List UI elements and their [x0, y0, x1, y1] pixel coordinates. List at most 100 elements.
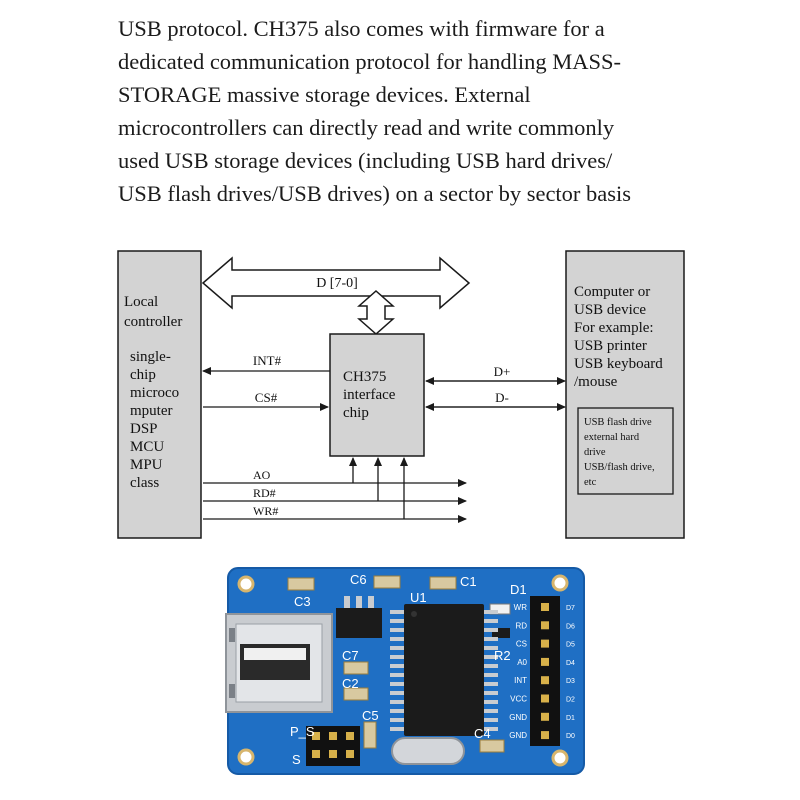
label-c7: C7 — [342, 648, 359, 663]
chip-pin — [484, 619, 498, 623]
a0-label: AO — [253, 468, 271, 482]
chip-pin — [390, 637, 404, 641]
chip-pin — [484, 637, 498, 641]
chip-pin — [390, 664, 404, 668]
chip-pin — [390, 682, 404, 686]
data-bus-arrow: D [7-0] — [201, 256, 471, 310]
label-d1: D1 — [510, 582, 527, 597]
chip-label: CH375 interface chip — [343, 369, 399, 421]
computer-label: Computer or USB device For example: USB … — [574, 284, 667, 390]
local-controller-items: single- chip microco mputer DSP MCU MPU … — [130, 349, 183, 491]
jumper-pin — [346, 732, 354, 740]
chip-pin — [390, 655, 404, 659]
bus-label: D [7-0] — [316, 276, 358, 291]
silkscreen-labels: C3 C6 C1 U1 D1 R2 C7 C2 C5 C4 P_S S — [290, 572, 527, 767]
pin-header — [530, 596, 560, 746]
description-line: used USB storage devices (including USB … — [118, 148, 613, 173]
pin-label: GND — [509, 731, 527, 740]
rd-label: RD# — [253, 486, 276, 500]
label-c4: C4 — [474, 726, 491, 741]
right-pin-label: D1 — [566, 715, 575, 722]
chip-pin — [484, 610, 498, 614]
local-controller-title: Local controller — [124, 294, 182, 330]
header-pin — [541, 712, 549, 721]
chip-pin — [390, 691, 404, 695]
chip-pin — [484, 700, 498, 704]
label-c1: C1 — [460, 574, 477, 589]
chip-pin — [390, 628, 404, 632]
ch375-board-photo: C3 C6 C1 U1 D1 R2 C7 C2 C5 C4 P_S S WR RD… — [225, 567, 585, 775]
cs-label: CS# — [255, 390, 278, 405]
voltage-regulator — [336, 596, 382, 638]
storage-box — [577, 407, 674, 495]
chip-pin — [390, 646, 404, 650]
right-pin-label: D4 — [566, 660, 575, 667]
ch375-chip-box: CH375 interface chip — [329, 333, 425, 457]
description-line: STORAGE massive storage devices. Externa… — [118, 82, 531, 107]
pin-label: WR — [514, 603, 528, 612]
chip-pin — [484, 655, 498, 659]
mounting-holes — [237, 574, 569, 767]
int-signal: INT# — [202, 353, 330, 375]
label-u1: U1 — [410, 590, 427, 605]
usb-data-lines: D+ D- — [425, 364, 566, 411]
chip-pin — [390, 673, 404, 677]
label-c5: C5 — [362, 708, 379, 723]
ch375-ic — [390, 604, 498, 736]
dplus-label: D+ — [494, 364, 511, 379]
header-pin — [541, 621, 549, 630]
header-pin — [541, 639, 549, 648]
chip-pin — [484, 709, 498, 713]
chip-pin — [484, 628, 498, 632]
block-diagram: Local controller single- chip microco mp… — [117, 250, 685, 539]
usb-a-connector — [225, 613, 333, 713]
dminus-label: D- — [495, 390, 509, 405]
int-label: INT# — [253, 353, 282, 368]
header-pin — [541, 694, 549, 703]
chip-pin — [484, 646, 498, 650]
chip-pin — [390, 727, 404, 731]
cs-signal: CS# — [203, 390, 329, 411]
wr-label: WR# — [253, 504, 278, 518]
pin-label: VCC — [510, 695, 527, 704]
description-line: dedicated communication protocol for han… — [118, 49, 622, 74]
right-pin-label: D3 — [566, 678, 575, 685]
jumper-pin — [329, 750, 337, 758]
chip-pin — [484, 664, 498, 668]
label-s: S — [292, 752, 301, 767]
description-line: USB flash drives/USB drives) on a sector… — [118, 181, 632, 206]
header-pin — [541, 676, 549, 685]
local-controller-box: Local controller single- chip microco mp… — [117, 250, 202, 539]
chip-pin — [484, 682, 498, 686]
label-r2: R2 — [494, 648, 511, 663]
right-pin-label: D5 — [566, 642, 575, 649]
chip-pin — [390, 718, 404, 722]
label-ps: P_S — [290, 724, 315, 739]
right-pin-label: D6 — [566, 623, 575, 630]
jumper-pin — [346, 750, 354, 758]
right-pin-label: D2 — [566, 697, 575, 704]
computer-box: Computer or USB device For example: USB … — [565, 250, 685, 539]
header-pin — [541, 731, 549, 740]
chip-pin — [390, 610, 404, 614]
header-pin — [541, 603, 549, 611]
header-body — [530, 596, 560, 746]
chip-pin — [484, 691, 498, 695]
chip-pin — [484, 727, 498, 731]
label-c2: C2 — [342, 676, 359, 691]
jumper-pin — [329, 732, 337, 740]
chip-pin — [390, 619, 404, 623]
header-pin — [541, 657, 549, 666]
pin-label: A0 — [517, 658, 527, 667]
storage-label: USB flash drive external hard drive USB/… — [584, 417, 657, 488]
chip-pin — [390, 700, 404, 704]
chip-pin — [484, 718, 498, 722]
description-line: USB protocol. CH375 also comes with firm… — [118, 16, 605, 41]
pin-label: RD — [515, 621, 527, 630]
control-lines: AO RD# WR# — [203, 457, 467, 523]
label-c3: C3 — [294, 594, 311, 609]
crystal — [391, 737, 465, 765]
pin-label: CS — [516, 640, 527, 649]
